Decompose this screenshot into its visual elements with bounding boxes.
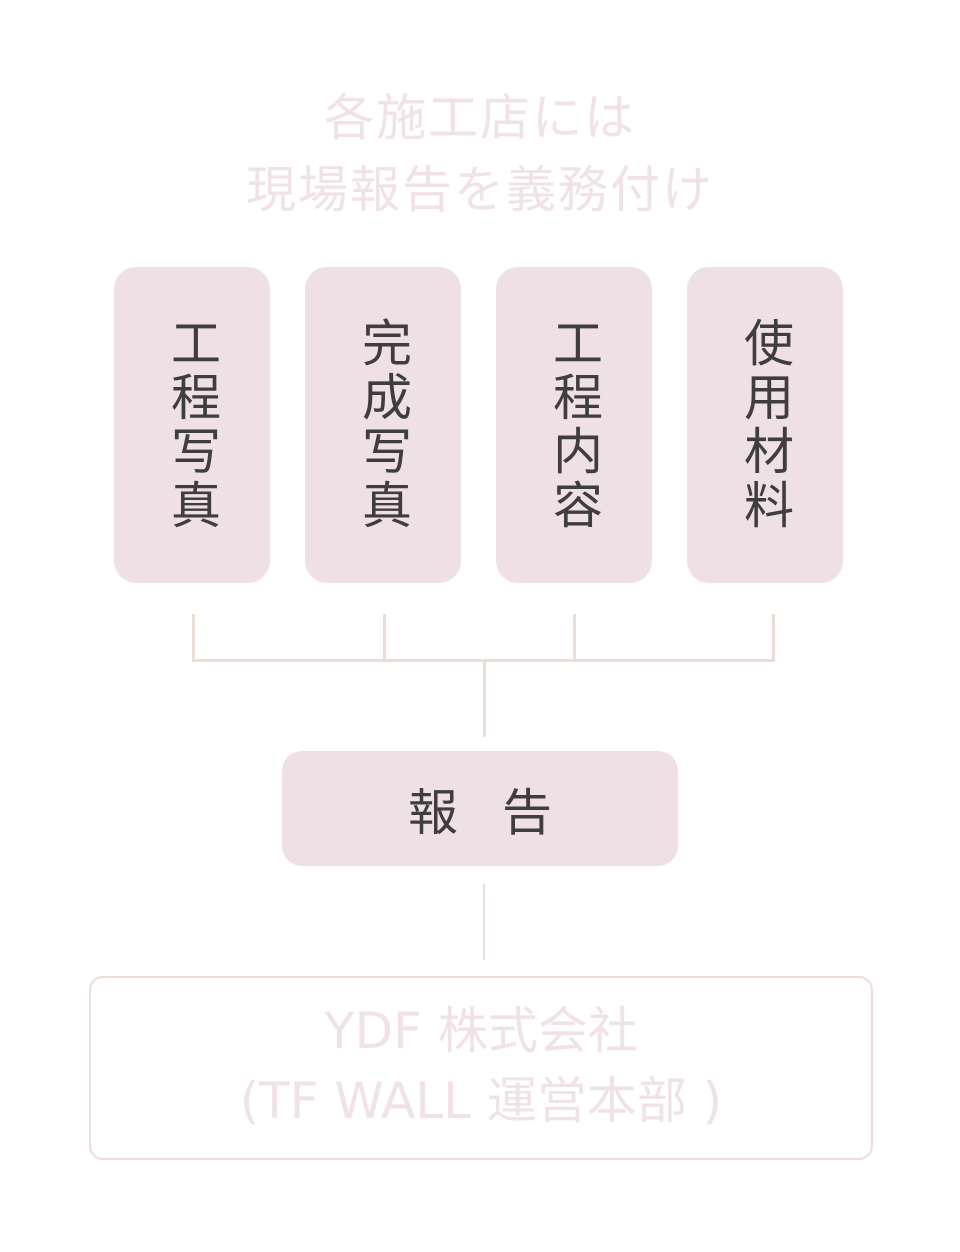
item-box-process-details: 工程内容: [496, 267, 652, 583]
company-name: YDF 株式会社: [324, 1002, 638, 1060]
item-label: 使用材料: [736, 317, 794, 533]
title-line-2: 現場報告を義務付け: [246, 161, 714, 219]
company-box: YDF 株式会社 (TF WALL 運営本部 ): [89, 976, 873, 1160]
report-box: 報 告: [282, 751, 678, 866]
connector-line: [483, 884, 485, 960]
report-label: 報 告: [408, 783, 566, 842]
connector-line: [383, 614, 386, 662]
item-box-process-photos: 工程写真: [114, 267, 270, 583]
company-division: (TF WALL 運営本部 ): [239, 1072, 723, 1130]
item-label: 工程写真: [163, 317, 221, 533]
connector-line: [483, 659, 486, 737]
connector-line: [772, 614, 775, 662]
item-box-materials-used: 使用材料: [687, 267, 843, 583]
connector-line: [573, 614, 576, 662]
item-label: 完成写真: [354, 317, 412, 533]
item-label: 工程内容: [545, 317, 603, 533]
item-box-completion-photos: 完成写真: [305, 267, 461, 583]
connector-line: [192, 614, 195, 662]
title-line-1: 各施工店には: [324, 89, 636, 147]
